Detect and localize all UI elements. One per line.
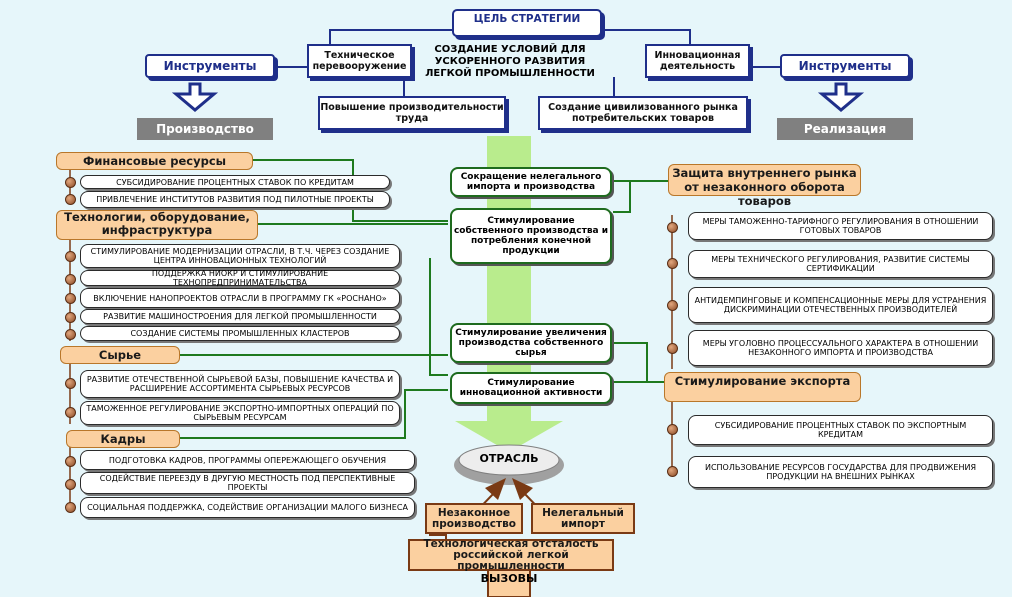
- bullet-dot: [667, 424, 678, 435]
- protection-item: МЕРЫ УГОЛОВНО ПРОЦЕССУАЛЬНОГО ХАРАКТЕРА …: [688, 330, 993, 366]
- arrow-down-right-icon: [817, 82, 865, 112]
- bullet-dot: [65, 378, 76, 389]
- fin-item: СУБСИДИРОВАНИЕ ПРОЦЕНТНЫХ СТАВОК ПО КРЕД…: [80, 175, 390, 189]
- staff-item: ПОДГОТОВКА КАДРОВ, ПРОГРАММЫ ОПЕРЕЖАЮЩЕГ…: [80, 450, 415, 470]
- staff-item: СОДЕЙСТВИЕ ПЕРЕЕЗДУ В ДРУГУЮ МЕСТНОСТЬ П…: [80, 472, 415, 494]
- tech-item: СОЗДАНИЕ СИСТЕМЫ ПРОМЫШЛЕННЫХ КЛАСТЕРОВ: [80, 326, 400, 341]
- bullet-dot: [65, 177, 76, 188]
- bullet-dot: [65, 329, 76, 340]
- tech-item: РАЗВИТИЕ МАШИНОСТРОЕНИЯ ДЛЯ ЛЕГКОЙ ПРОМЫ…: [80, 309, 400, 324]
- tech-item: СТИМУЛИРОВАНИЕ МОДЕРНИЗАЦИИ ОТРАСЛИ, В Т…: [80, 244, 400, 268]
- raw-item: ТАМОЖЕННОЕ РЕГУЛИРОВАНИЕ ЭКСПОРТНО-ИМПОР…: [80, 401, 400, 425]
- tech-rearmament-box: Техническое перевооружение: [307, 44, 412, 78]
- bullet-dot: [667, 258, 678, 269]
- bullet-dot: [667, 343, 678, 354]
- protection-item: МЕРЫ ТЕХНИЧЕСКОГО РЕГУЛИРОВАНИЯ, РАЗВИТИ…: [688, 250, 993, 278]
- export-item: ИСПОЛЬЗОВАНИЕ РЕСУРСОВ ГОСУДАРСТВА ДЛЯ П…: [688, 456, 993, 488]
- realization-label: Реализация: [777, 118, 913, 140]
- instruments-left-box: Инструменты: [145, 54, 275, 78]
- production-label: Производство: [137, 118, 273, 140]
- staff-item: СОЦИАЛЬНАЯ ПОДДЕРЖКА, СОДЕЙСТВИЕ ОРГАНИЗ…: [80, 497, 415, 518]
- productivity-box: Повышение производительности труда: [318, 96, 506, 130]
- industry-label: ОТРАСЛЬ: [479, 452, 539, 465]
- arrow-down-left-icon: [171, 82, 219, 112]
- bullet-dot: [65, 194, 76, 205]
- goal-title: ЦЕЛЬ СТРАТЕГИИ: [452, 9, 602, 37]
- civilized-market-box: Создание цивилизованного рынка потребите…: [538, 96, 748, 130]
- protection-header: Защита внутреннего рынка от незаконного …: [668, 164, 861, 208]
- bullet-dot: [65, 407, 76, 418]
- bullet-dot: [65, 251, 76, 262]
- stimulate-raw-box: Стимулирование увеличения производства с…: [450, 323, 612, 363]
- illegal-production-box: Незаконное производство: [425, 503, 523, 534]
- bullet-dot: [65, 274, 76, 285]
- innovation-activity-box: Инновационная деятельность: [645, 44, 750, 78]
- protection-item: АНТИДЕМПИНГОВЫЕ И КОМПЕНСАЦИОННЫЕ МЕРЫ Д…: [688, 287, 993, 323]
- export-header: Стимулирование экспорта: [664, 372, 861, 402]
- stimulate-innovation-box: Стимулирование инновационной активности: [450, 372, 612, 404]
- export-item: СУБСИДИРОВАНИЕ ПРОЦЕНТНЫХ СТАВОК ПО ЭКСП…: [688, 415, 993, 445]
- challenges-label: ВЫЗОВЫ: [480, 572, 538, 585]
- up-arrow-icon: [512, 478, 533, 500]
- protection-item: МЕРЫ ТАМОЖЕННО-ТАРИФНОГО РЕГУЛИРОВАНИЯ В…: [688, 212, 993, 240]
- raw-item: РАЗВИТИЕ ОТЕЧЕСТВЕННОЙ СЫРЬЕВОЙ БАЗЫ, ПО…: [80, 370, 400, 398]
- bullet-dot: [65, 312, 76, 323]
- bullet-dot: [65, 502, 76, 513]
- technological-lag-box: Технологическая отсталость российской ле…: [408, 538, 614, 571]
- bullet-dot: [667, 466, 678, 477]
- bullet-dot: [65, 293, 76, 304]
- bullet-dot: [667, 300, 678, 311]
- goal-main: СОЗДАНИЕ УСЛОВИЙ ДЛЯ УСКОРЕННОГО РАЗВИТИ…: [425, 44, 595, 79]
- green-arrowhead: [455, 421, 563, 452]
- bullet-dot: [667, 222, 678, 233]
- reduce-illegal-box: Сокращение нелегального импорта и произв…: [450, 167, 612, 197]
- up-arrow-icon: [485, 478, 506, 500]
- tech-item: ПОДДЕРЖКА НИОКР И СТИМУЛИРОВАНИЕ ТЕХНОПР…: [80, 269, 400, 287]
- tech-item: ВКЛЮЧЕНИЕ НАНОПРОЕКТОВ ОТРАСЛИ В ПРОГРАМ…: [80, 288, 400, 308]
- instruments-right-box: Инструменты: [780, 54, 910, 78]
- fin-item: ПРИВЛЕЧЕНИЕ ИНСТИТУТОВ РАЗВИТИЯ ПОД ПИЛО…: [80, 191, 390, 208]
- stimulate-own-production-box: Стимулирование собственного производства…: [450, 208, 612, 264]
- staff-header: Кадры: [66, 430, 180, 448]
- bullet-dot: [65, 456, 76, 467]
- illegal-import-box: Нелегальный импорт: [531, 503, 635, 534]
- financial-resources-header: Финансовые ресурсы: [56, 152, 253, 170]
- bullet-dot: [65, 479, 76, 490]
- technology-header: Технологии, оборудование, инфраструктура: [56, 210, 258, 240]
- raw-materials-header: Сырье: [60, 346, 180, 364]
